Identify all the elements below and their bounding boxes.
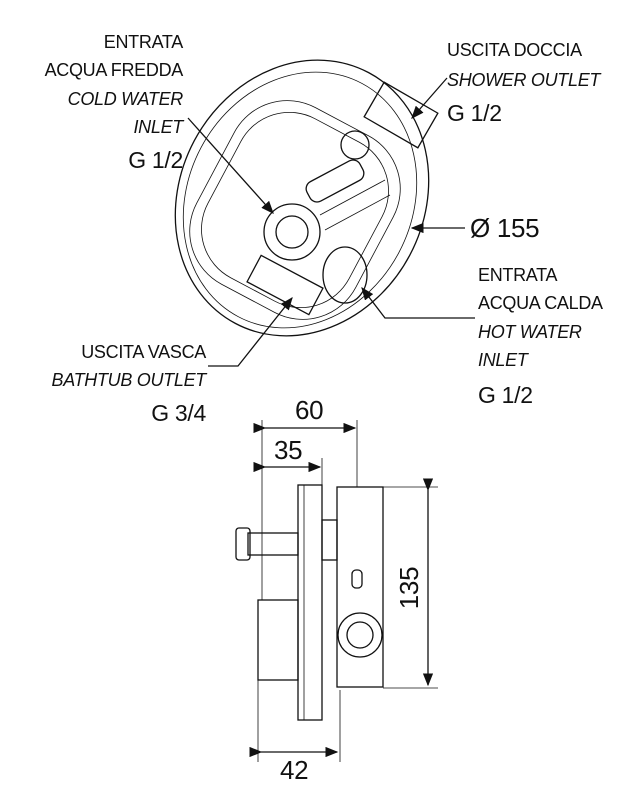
cold-inlet-size: G 1/2 [128,147,183,173]
dimension-lines [249,420,438,762]
cold-inlet-line2: ACQUA FREDDA [44,60,184,80]
dimension-60: 60 [295,395,324,425]
hot-inlet-line1: ENTRATA [478,265,558,285]
leader-lines [187,77,475,367]
side-view [235,484,384,721]
hot-inlet-line3: HOT WATER [478,322,582,342]
cold-inlet-line3: COLD WATER [67,89,184,109]
hot-inlet-line2: ACQUA CALDA [478,293,603,313]
hot-inlet-line4: INLET [478,350,528,370]
dimension-135: 135 [394,566,425,610]
shower-outlet-line1: USCITA DOCCIA [447,40,582,60]
dimension-35: 35 [274,435,303,465]
shower-outlet-size: G 1/2 [447,100,502,126]
cold-inlet-line1: ENTRATA [103,32,184,52]
bathtub-outlet-line2: BATHTUB OUTLET [51,370,207,390]
diameter-label: Ø 155 [470,213,540,243]
hot-inlet-size: G 1/2 [478,382,533,408]
shower-outlet-line2: SHOWER OUTLET [447,70,601,90]
cold-inlet-line4: INLET [133,117,183,137]
dimension-42: 42 [280,755,309,785]
bathtub-outlet-size: G 3/4 [151,400,206,426]
bathtub-outlet-line1: USCITA VASCA [81,342,206,362]
front-view [174,59,439,337]
